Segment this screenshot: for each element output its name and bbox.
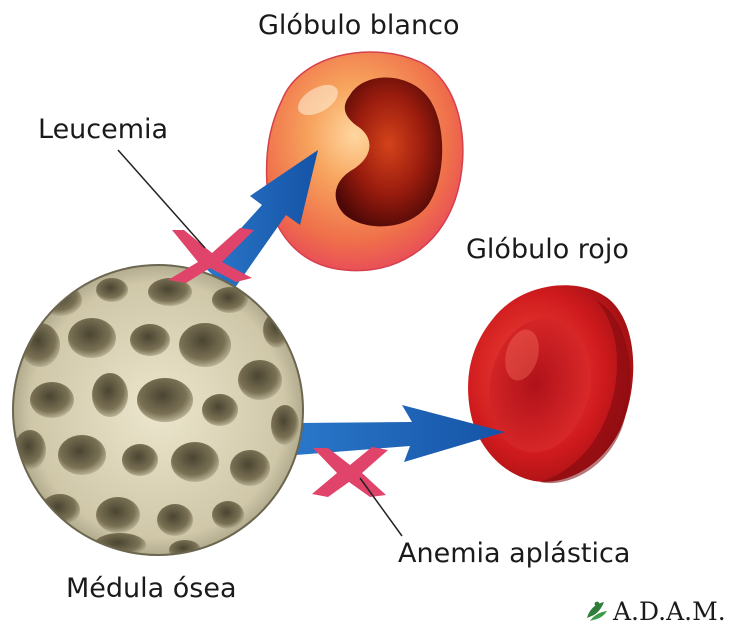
aplastic-anemia-block-x-icon — [312, 447, 388, 497]
aplastic-anemia-label: Anemia aplástica — [398, 540, 630, 567]
leaf-figure-icon — [584, 598, 610, 624]
red-blood-cell — [468, 285, 633, 483]
logo-text: A.D.A.M. — [613, 597, 726, 626]
aplastic-anemia-leader-line — [360, 478, 402, 536]
white-blood-cell — [267, 52, 463, 271]
white-blood-cell-label: Glóbulo blanco — [258, 12, 459, 39]
leukemia-leader-line — [118, 150, 205, 248]
red-blood-cell-label: Glóbulo rojo — [466, 236, 629, 263]
adam-logo: A.D.A.M. — [584, 596, 726, 626]
bone-marrow-label: Médula ósea — [66, 575, 237, 602]
bone-marrow-image — [13, 265, 303, 560]
leukemia-label: Leucemia — [38, 116, 168, 143]
